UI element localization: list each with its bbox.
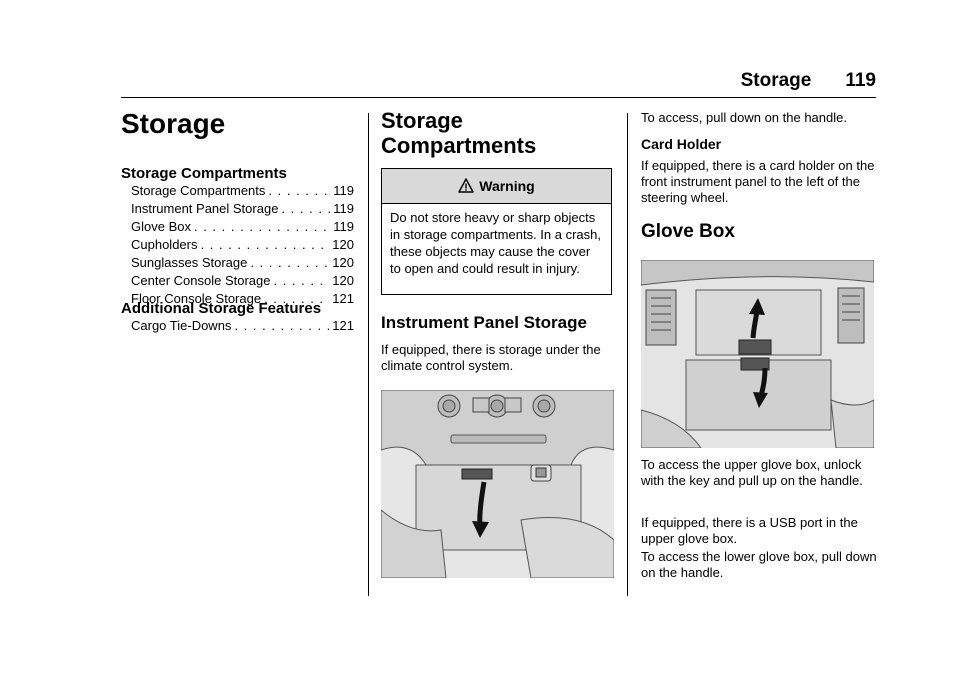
toc-item[interactable]: Floor Console Storage121 bbox=[131, 290, 354, 308]
chapter-title: Storage bbox=[121, 108, 226, 139]
toc-heading-additional-storage: Additional Storage Features bbox=[121, 300, 322, 317]
toc-heading-storage-compartments: Storage Compartments bbox=[121, 165, 287, 182]
toc-item[interactable]: Cargo Tie-Downs121 bbox=[131, 317, 354, 335]
glove-box-upper-text: To access the upper glove box, unlock wi… bbox=[641, 457, 863, 488]
toc-list-storage-compartments: Storage Compartments119 Instrument Panel… bbox=[131, 182, 354, 308]
toc-item[interactable]: Sunglasses Storage120 bbox=[131, 254, 354, 272]
glove-box-heading: Glove Box bbox=[641, 221, 735, 242]
instrument-panel-illustration bbox=[381, 390, 614, 578]
toc-item[interactable]: Glove Box119 bbox=[131, 218, 354, 236]
toc-item[interactable]: Center Console Storage120 bbox=[131, 272, 354, 290]
column-divider-1 bbox=[368, 113, 369, 596]
glove-box-lower-text: To access the lower glove box, pull down… bbox=[641, 549, 877, 580]
glove-box-illustration bbox=[641, 260, 874, 448]
warning-triangle-icon bbox=[458, 178, 474, 193]
warning-header: Warning bbox=[382, 169, 611, 204]
toc-list-additional-storage: Cargo Tie-Downs121 bbox=[131, 317, 354, 335]
header-rule bbox=[121, 97, 876, 98]
glove-box-figure bbox=[641, 260, 874, 448]
column-divider-2 bbox=[627, 113, 628, 596]
card-holder-heading: Card Holder bbox=[641, 136, 722, 152]
running-header: Storage 119 bbox=[0, 70, 876, 96]
header-page-number: 119 bbox=[845, 70, 876, 91]
toc-item[interactable]: Cupholders120 bbox=[131, 236, 354, 254]
header-section: Storage bbox=[740, 70, 812, 91]
instrument-panel-storage-figure bbox=[381, 390, 614, 578]
warning-label: Warning bbox=[479, 178, 535, 194]
warning-text: Do not store heavy or sharp objects in s… bbox=[390, 210, 601, 276]
access-instruction-text: To access, pull down on the handle. bbox=[641, 110, 847, 125]
toc-item[interactable]: Storage Compartments119 bbox=[131, 182, 354, 200]
instrument-panel-storage-text: If equipped, there is storage under the … bbox=[381, 342, 601, 373]
warning-box: Warning Do not store heavy or sharp obje… bbox=[381, 168, 612, 295]
instrument-panel-storage-heading: Instrument Panel Storage bbox=[381, 313, 587, 332]
card-holder-text: If equipped, there is a card holder on t… bbox=[641, 158, 875, 205]
glove-box-usb-text: If equipped, there is a USB port in the … bbox=[641, 515, 858, 546]
